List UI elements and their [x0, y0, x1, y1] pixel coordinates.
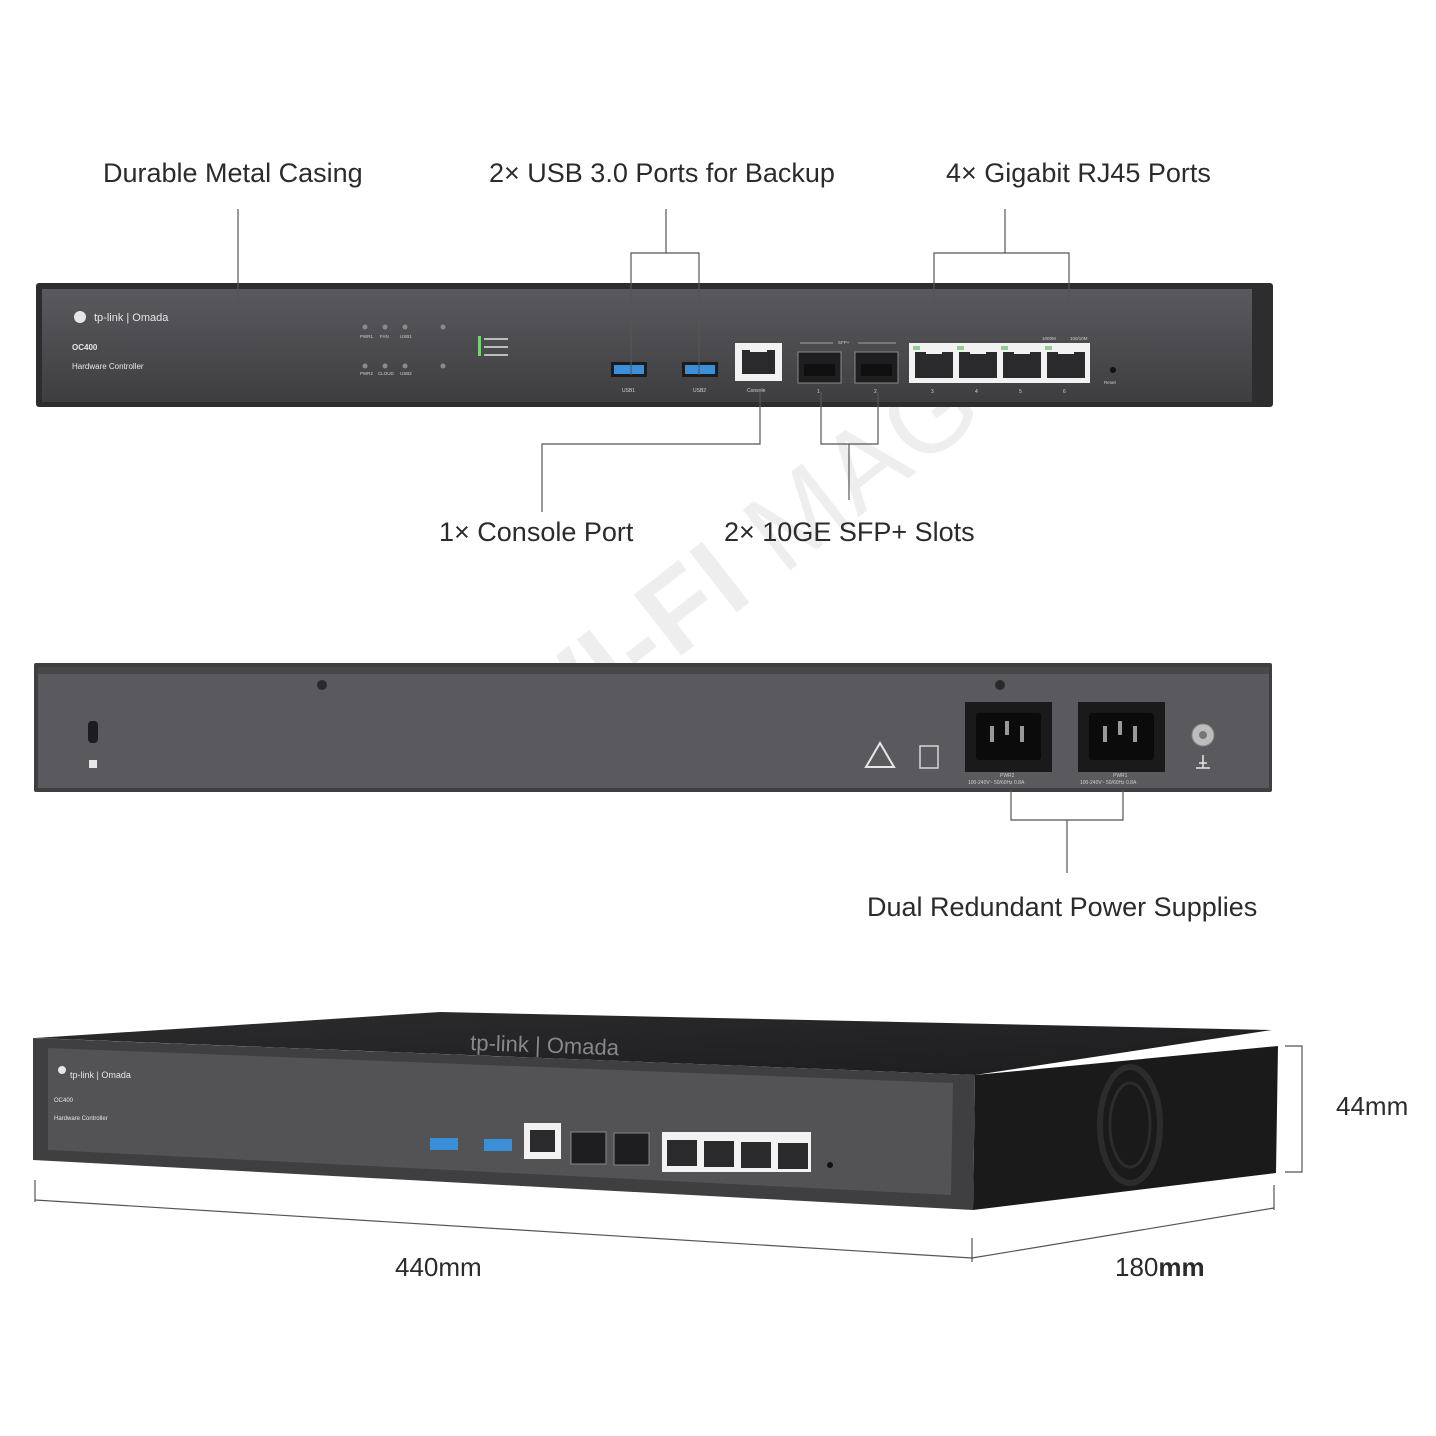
- svg-text:4: 4: [975, 389, 978, 395]
- speed-label-1000m: 1000M: [1042, 336, 1056, 341]
- top-surface: [35, 1012, 1272, 1075]
- brand-label: tp-link | Omada: [94, 312, 169, 324]
- callout-console-port: 1× Console Port: [439, 517, 634, 547]
- perspective-sfp-2: [613, 1132, 650, 1166]
- power-inlet-1: PWR1 100-240V~ 50/60Hz 0.8A: [1078, 702, 1165, 786]
- perspective-view: tp-link | Omada tp-link | Omada OC400 Ha…: [33, 1012, 1278, 1210]
- perspective-sfp-1: [570, 1131, 607, 1165]
- sfp-slot-2: 2: [854, 351, 899, 395]
- led-label-usb1: USB1: [400, 334, 412, 339]
- perspective-subtitle-label: Hardware Controller: [54, 1116, 108, 1122]
- status-leds: [362, 324, 446, 369]
- svg-text:6: 6: [1063, 389, 1066, 395]
- kensington-lock-slot: [88, 721, 98, 743]
- dimension-depth-unit: mm: [1158, 1252, 1205, 1282]
- sfp-slot-1: 1: [797, 351, 842, 395]
- rear-screw-icon: [317, 680, 327, 690]
- svg-text:USB2: USB2: [693, 388, 706, 394]
- perspective-model-label: OC400: [54, 1098, 74, 1104]
- svg-text:USB1: USB1: [622, 388, 635, 394]
- svg-text:2: 2: [874, 389, 877, 395]
- callout-usb-ports: 2× USB 3.0 Ports for Backup: [489, 158, 835, 188]
- svg-text:Console: Console: [747, 388, 766, 394]
- power-inlet-2: PWR2 100-240V~ 50/60Hz 0.8A: [965, 702, 1052, 786]
- front-callout-lines: [237, 209, 1070, 512]
- dimension-lines: [34, 1045, 1303, 1262]
- svg-text:1: 1: [817, 389, 820, 395]
- warning-icon: [864, 741, 896, 768]
- reset-label: Reset: [1104, 380, 1117, 385]
- model-label: OC400: [72, 343, 98, 352]
- side-panel: [973, 1046, 1278, 1210]
- ground-symbol-icon: [1196, 755, 1210, 769]
- rj45-port-6: 6: [1045, 346, 1085, 395]
- led-label-fan: FAN: [380, 334, 389, 339]
- perspective-reset: [827, 1162, 833, 1168]
- top-logo: tp-link | Omada: [470, 1030, 620, 1060]
- tplink-logo-icon: [58, 1066, 66, 1074]
- speed-label-100m: 100/10M: [1070, 336, 1088, 341]
- rear-callout-lines: [1010, 790, 1124, 873]
- callout-power-supplies: Dual Redundant Power Supplies: [867, 892, 1258, 922]
- front-panel-view: tp-link | Omada OC400 Hardware Controlle…: [36, 283, 1273, 407]
- led-label-usb2: USB2: [400, 371, 412, 376]
- rear-screw-icon: [995, 680, 1005, 690]
- console-port: Console: [735, 343, 782, 394]
- lock-icon: [89, 760, 97, 768]
- svg-text:100-240V~ 50/60Hz 0.8A: 100-240V~ 50/60Hz 0.8A: [968, 780, 1025, 786]
- svg-text:PWR2: PWR2: [1000, 773, 1015, 779]
- tplink-logo-icon: [74, 311, 86, 323]
- svg-text:PWR1: PWR1: [1113, 773, 1128, 779]
- led-label-cloud: CLOUD: [378, 371, 395, 376]
- sfp-label: SFP+: [838, 340, 850, 345]
- dimension-height: 44mm: [1336, 1091, 1409, 1121]
- recycle-icon: [919, 745, 939, 769]
- svg-text:5: 5: [1019, 389, 1022, 395]
- dimension-width: 440mm: [395, 1252, 482, 1282]
- callout-sfp-slots: 2× 10GE SFP+ Slots: [724, 517, 975, 547]
- rj45-port-4: 4: [957, 346, 997, 395]
- dimension-depth-value: 180: [1115, 1252, 1159, 1282]
- usb-port-1: USB1: [611, 362, 647, 394]
- svg-text:100-240V~ 50/60Hz 0.8A: 100-240V~ 50/60Hz 0.8A: [1080, 780, 1137, 786]
- dimension-depth: 180mm: [1115, 1252, 1205, 1283]
- subtitle-label: Hardware Controller: [72, 362, 144, 371]
- usb-port-2: USB2: [682, 362, 718, 394]
- led-label-pwr2: PWR2: [360, 371, 373, 376]
- callout-rj45-ports: 4× Gigabit RJ45 Ports: [946, 158, 1211, 188]
- led-label-pwr1: PWR1: [360, 334, 373, 339]
- reset-button: [1110, 367, 1116, 373]
- perspective-usb-1: [430, 1138, 458, 1150]
- rear-panel-view: PWR2 100-240V~ 50/60Hz 0.8A PWR1 100-240…: [34, 663, 1272, 792]
- perspective-usb-2: [484, 1139, 512, 1151]
- rj45-port-5: 5: [1001, 346, 1041, 395]
- callout-metal-casing: Durable Metal Casing: [103, 158, 363, 188]
- perspective-brand-label: tp-link | Omada: [70, 1070, 131, 1080]
- fan-vent-icon: [1097, 1064, 1163, 1186]
- rj45-port-3: 3: [913, 346, 953, 395]
- svg-text:3: 3: [931, 389, 934, 395]
